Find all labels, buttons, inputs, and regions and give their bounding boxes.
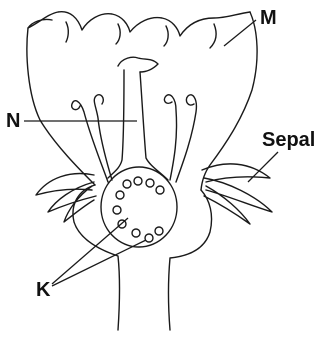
petal-fold-4: [210, 24, 216, 48]
ovule: [134, 177, 142, 185]
label-m: M: [260, 7, 277, 29]
receptacle-left: [73, 185, 120, 330]
ovule: [155, 227, 163, 235]
style-left: [108, 70, 124, 178]
petal-fold-1: [66, 22, 68, 42]
leader-k-1: [52, 218, 128, 284]
label-n: N: [6, 110, 20, 132]
label-sepal: Sepal: [262, 129, 315, 151]
ovule: [132, 229, 140, 237]
ovule: [113, 206, 121, 214]
ovules: [113, 177, 164, 242]
ovule: [116, 191, 124, 199]
receptacle-right: [169, 190, 212, 330]
petal-fold-3: [164, 26, 168, 46]
leader-m: [224, 20, 256, 46]
stamen: [164, 95, 176, 180]
ovule: [145, 234, 153, 242]
petal-outline: [27, 19, 95, 185]
ovule: [156, 186, 164, 194]
petal-fold-2: [116, 24, 120, 44]
stamen: [176, 95, 196, 182]
ovule: [123, 180, 131, 188]
label-k: K: [36, 279, 51, 301]
ovule: [146, 179, 154, 187]
leader-k-2: [52, 240, 146, 286]
sepal-right-inner: [204, 178, 272, 212]
style-right: [140, 72, 168, 180]
